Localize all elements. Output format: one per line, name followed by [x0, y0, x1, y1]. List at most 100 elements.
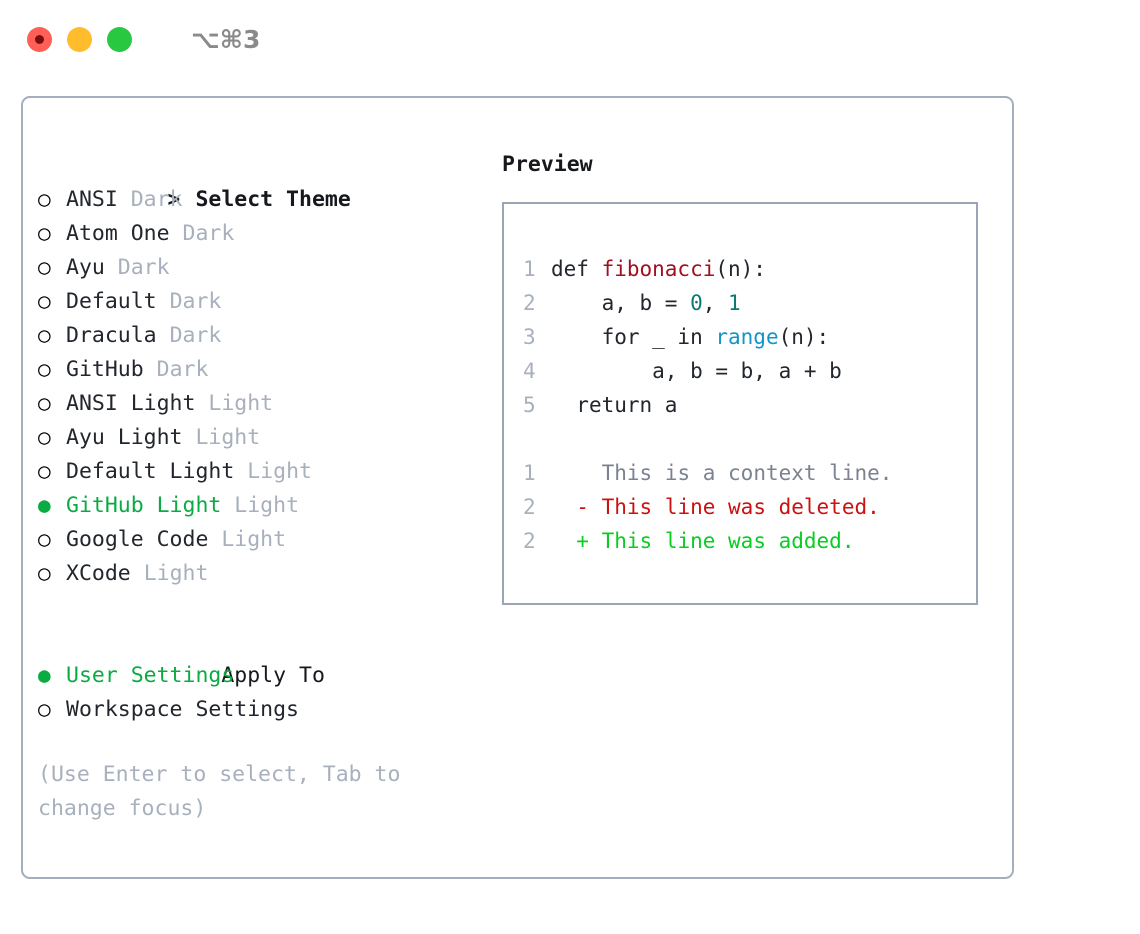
theme-kind-badge: Light [221, 527, 287, 552]
code-line-number: 1 [523, 257, 536, 281]
theme-list[interactable]: ○ ANSI Dark ○ Atom One Dark ○ Ayu Dark ○ Defaul… [38, 182, 498, 590]
diff-text: This line was deleted. [601, 495, 880, 519]
code-line-number: 2 [523, 291, 536, 315]
code-line: 3 for _ in range(n): [523, 320, 976, 354]
theme-kind-badge: Light [195, 425, 261, 450]
radio-unselected-icon: ○ [38, 425, 51, 449]
radio-unselected-icon: ○ [38, 391, 51, 415]
code-gap [523, 422, 976, 456]
apply-to-section: Apply To ● User Settings ○Workspace Settin… [38, 624, 498, 726]
theme-name: Default Light [66, 459, 235, 484]
code-token-plain: a, b = [601, 291, 691, 315]
apply-to-option-label: User Settings [66, 663, 235, 688]
theme-name: Atom One [66, 221, 170, 246]
theme-kind-badge: Light [143, 561, 209, 586]
theme-name: Default [66, 289, 157, 314]
theme-list-item[interactable]: ○ GitHub Dark [38, 352, 498, 386]
code-token-plain: for _ in [601, 325, 716, 349]
code-line-number: 4 [523, 359, 536, 383]
theme-list-item[interactable]: ○ Atom One Dark [38, 216, 498, 250]
diff-text: This is a context line. [601, 461, 893, 485]
theme-name: Ayu [66, 255, 105, 280]
diff-line-number: 2 [523, 529, 536, 553]
code-line-number: 3 [523, 325, 536, 349]
code-line: 4 a, b = b, a + b [523, 354, 976, 388]
theme-kind-badge: Dark [182, 221, 235, 246]
diff-marker: + [576, 529, 589, 553]
theme-name: ANSI [66, 187, 118, 212]
close-window-button[interactable] [27, 26, 52, 52]
diff-marker [576, 456, 589, 490]
theme-list-item[interactable]: ○ Default Light Light [38, 454, 498, 488]
radio-unselected-icon: ○ [38, 221, 51, 245]
theme-list-item[interactable]: ○ Dracula Dark [38, 318, 498, 352]
theme-name: ANSI Light [66, 391, 196, 416]
code-token-plain: def [551, 257, 602, 281]
theme-kind-badge: Dark [169, 323, 222, 348]
code-token-plain: return a [576, 393, 678, 417]
window-titlebar: ⌥⌘3 [0, 0, 1140, 78]
theme-list-item[interactable]: ●GitHub Light Light [38, 488, 498, 522]
theme-selection-column: >Select Theme ○ANSI Dark○Atom One Dark○A… [38, 148, 498, 826]
diff-line-context: 1 This is a context line. [523, 456, 976, 490]
theme-name: GitHub [66, 357, 144, 382]
code-token-plain: a, b = b, a + b [652, 359, 842, 383]
code-token-plain: , [702, 291, 729, 315]
theme-list-item[interactable]: ○ ANSI Light Light [38, 386, 498, 420]
theme-list-item[interactable]: ○Google Code Light [38, 522, 498, 556]
code-line: 2 a, b = 0, 1 [523, 286, 976, 320]
radio-unselected-icon: ○ [38, 561, 51, 585]
theme-name: Ayu Light [66, 425, 183, 450]
code-line: 5 return a [523, 388, 976, 422]
maximize-window-button[interactable] [107, 26, 132, 52]
radio-unselected-icon: ○ [38, 187, 51, 211]
apply-to-options[interactable]: ● User Settings ○Workspace Settings [38, 658, 498, 726]
select-theme-title: Select Theme [195, 187, 351, 212]
theme-name: GitHub Light [66, 493, 222, 518]
apply-to-option[interactable]: ○Workspace Settings [38, 692, 498, 726]
radio-unselected-icon: ○ [38, 289, 51, 313]
theme-list-item[interactable]: ○ ANSI Dark [38, 182, 498, 216]
theme-kind-badge: Dark [130, 187, 183, 212]
code-token-builtin: range [715, 325, 779, 349]
apply-to-header: Apply To [38, 624, 498, 688]
code-token-plain: (n): [778, 325, 830, 349]
theme-kind-badge: Light [234, 493, 300, 518]
theme-list-item[interactable]: ○ Default Dark [38, 284, 498, 318]
radio-unselected-icon: ○ [38, 697, 51, 721]
panel-columns: >Select Theme ○ANSI Dark○Atom One Dark○A… [23, 98, 1012, 877]
code-line-number: 5 [523, 393, 536, 417]
diff-line-del: 2 - This line was deleted. [523, 490, 976, 524]
code-token-num: 1 [728, 291, 741, 315]
help-text: (Use Enter to select, Tab to change focu… [38, 762, 401, 821]
theme-list-item[interactable]: ○ Ayu Dark [38, 250, 498, 284]
theme-kind-badge: Dark [156, 357, 209, 382]
apply-to-title: Apply To [221, 663, 325, 688]
theme-kind-badge: Light [208, 391, 274, 416]
theme-name: Google Code [66, 527, 209, 552]
theme-name: Dracula [66, 323, 157, 348]
diff-text: This line was added. [601, 529, 855, 553]
code-token-func: fibonacci [601, 257, 716, 281]
theme-kind-badge: Light [247, 459, 312, 484]
diff-line-add: 2 + This line was added. [523, 524, 976, 558]
radio-unselected-icon: ○ [38, 459, 51, 483]
minimize-window-button[interactable] [67, 26, 92, 52]
keyboard-shortcut-label: ⌥⌘3 [191, 24, 261, 54]
radio-unselected-icon: ○ [38, 357, 51, 381]
main-panel: >Select Theme ○ANSI Dark○Atom One Dark○A… [21, 96, 1014, 879]
theme-kind-badge: Dark [169, 289, 222, 314]
theme-list-item[interactable]: ○XCode Light [38, 556, 498, 590]
radio-selected-icon: ● [38, 663, 51, 687]
theme-list-item[interactable]: ○ Ayu Light Light [38, 420, 498, 454]
radio-unselected-icon: ○ [38, 255, 51, 279]
diff-sample: 1 This is a context line.2 - This line w… [523, 456, 976, 558]
apply-to-option[interactable]: ● User Settings [38, 658, 498, 692]
diff-marker: - [576, 495, 589, 519]
theme-kind-badge: Dark [117, 255, 170, 280]
radio-unselected-icon: ○ [38, 323, 51, 347]
